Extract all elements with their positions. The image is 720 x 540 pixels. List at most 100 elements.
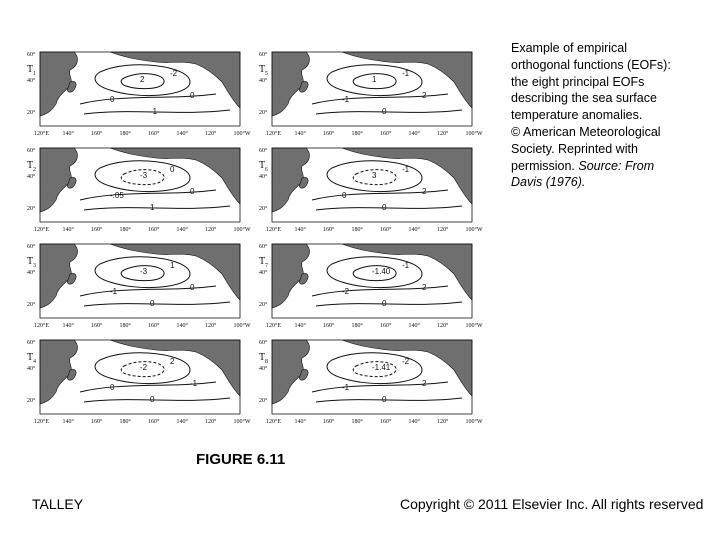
contour-line — [79, 189, 217, 201]
contour-value-label: -1 — [110, 287, 118, 296]
longitude-label: 120° — [205, 226, 217, 233]
contour-line — [120, 361, 165, 378]
longitude-label: 180° — [120, 130, 132, 137]
footer-copyright: Copyright © 2011 Elsevier Inc. All right… — [400, 496, 704, 512]
longitude-label: 100°W — [466, 130, 483, 137]
eof-mode-subscript: 4 — [33, 359, 36, 365]
contour-line — [352, 361, 397, 378]
contour-value-label: -3 — [140, 267, 148, 276]
contour-line — [120, 265, 165, 282]
contour-line — [352, 73, 397, 90]
contour-value-label: 0 — [150, 395, 155, 404]
eof-mode-subscript: 1 — [33, 71, 36, 77]
japan-land — [67, 369, 77, 381]
longitude-label: 160° — [148, 226, 160, 233]
longitude-label: 140° — [63, 130, 75, 137]
longitude-label: 120°E — [34, 322, 49, 329]
latitude-label: 40° — [27, 77, 36, 84]
north-america-land — [109, 339, 241, 397]
eof-mode-label: T — [27, 256, 33, 267]
caption-line: orthogonal functions (EOFs): — [511, 57, 671, 72]
eof-mode-label: T — [259, 256, 265, 267]
caption-line: describing the sea surface — [511, 91, 657, 106]
eof-mode-subscript: 7 — [265, 263, 268, 269]
contour-line — [79, 381, 217, 393]
contour-value-label: 1 — [150, 203, 155, 212]
longitude-label: 160° — [323, 418, 335, 425]
contour-value-label: 0 — [110, 383, 115, 392]
contour-value-label: 2 — [422, 91, 427, 100]
contour-line — [315, 397, 463, 403]
contour-value-label: 0 — [382, 203, 387, 212]
longitude-label: 140° — [295, 322, 307, 329]
longitude-label: 160° — [323, 130, 335, 137]
eof-mode-label: T — [27, 160, 33, 171]
contour-line — [94, 64, 191, 97]
longitude-label: 180° — [352, 226, 364, 233]
contour-value-label: -1 — [402, 165, 410, 174]
contour-value-label: -2 — [170, 69, 178, 78]
contour-line — [326, 256, 423, 289]
contour-value-label: -1.41 — [372, 363, 391, 372]
longitude-label: 160° — [380, 418, 392, 425]
contour-line — [83, 109, 231, 115]
eof-mode-label: T — [259, 64, 265, 75]
contour-value-label: 0 — [190, 187, 195, 196]
longitude-label: 160° — [148, 418, 160, 425]
north-america-land — [109, 51, 241, 109]
longitude-label: 120°E — [266, 418, 281, 425]
longitude-label: 160° — [91, 418, 103, 425]
map-frame — [271, 147, 473, 223]
longitude-label: 140° — [63, 418, 75, 425]
map-frame — [271, 51, 473, 127]
map-frame — [39, 147, 241, 223]
contour-line — [326, 352, 423, 385]
longitude-label: 120°E — [34, 130, 49, 137]
longitude-label: 160° — [91, 322, 103, 329]
contour-line — [79, 285, 217, 297]
longitude-label: 160° — [380, 226, 392, 233]
contour-line — [311, 285, 449, 297]
contour-value-label: 0 — [382, 299, 387, 308]
eof-mode-label: T — [27, 352, 33, 363]
contour-line — [79, 93, 217, 105]
contour-value-label: -1 — [402, 261, 410, 270]
contour-value-label: -2 — [140, 363, 148, 372]
contour-line — [120, 73, 165, 90]
longitude-label: 140° — [409, 130, 421, 137]
longitude-label: 140° — [177, 226, 189, 233]
contour-line — [352, 265, 397, 282]
contour-value-label: -1 — [342, 95, 350, 104]
longitude-label: 120° — [205, 130, 217, 137]
contour-line — [94, 256, 191, 289]
caption-line: temperature anomalies. — [511, 108, 643, 123]
longitude-label: 120° — [205, 418, 217, 425]
contour-value-label: 2 — [140, 75, 145, 84]
eof-mode-label: T — [259, 160, 265, 171]
latitude-label: 40° — [27, 365, 36, 372]
contour-value-label: -1.40 — [372, 267, 391, 276]
north-america-land — [341, 243, 473, 301]
latitude-label: 40° — [259, 269, 268, 276]
longitude-label: 140° — [409, 322, 421, 329]
contour-line — [326, 64, 423, 97]
contour-line — [311, 189, 449, 201]
latitude-label: 40° — [259, 173, 268, 180]
latitude-label: 60° — [259, 339, 268, 346]
latitude-label: 60° — [259, 243, 268, 250]
north-america-land — [341, 339, 473, 397]
longitude-label: 140° — [409, 226, 421, 233]
longitude-label: 140° — [177, 322, 189, 329]
eof-mode-subscript: 6 — [265, 167, 268, 173]
eof-mode-label: T — [27, 64, 33, 75]
longitude-label: 140° — [63, 322, 75, 329]
caption-line: Society. Reprinted with — [511, 141, 638, 156]
